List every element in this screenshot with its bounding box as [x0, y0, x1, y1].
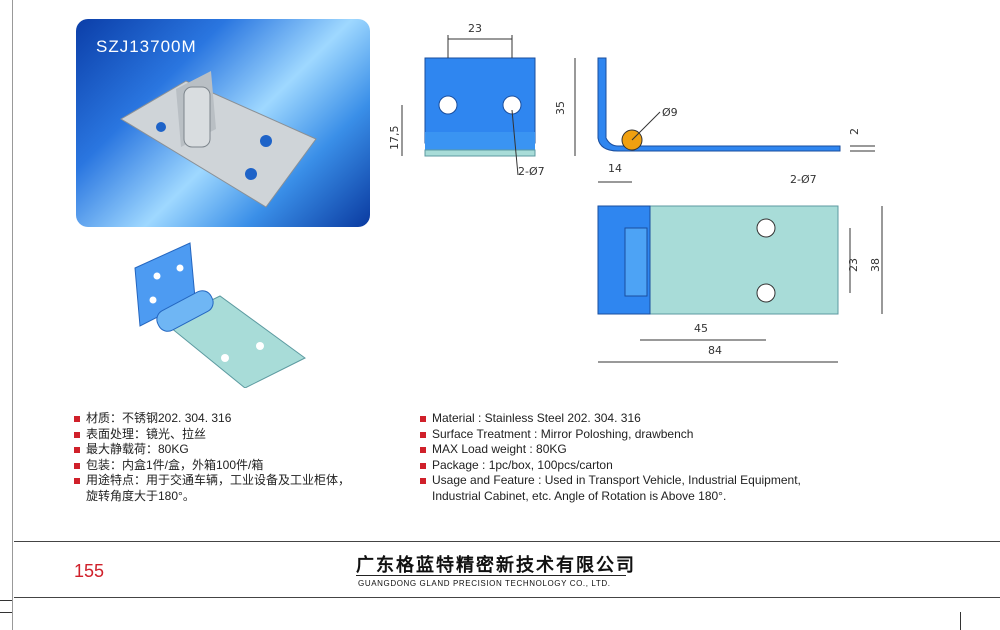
spec-en-surface: Surface Treatment : Mirror Poloshing, dr… — [420, 427, 860, 443]
dim-hole-spacing: 23 — [847, 258, 860, 272]
spec-en-load: MAX Load weight : 80KG — [420, 442, 860, 458]
bullet-icon — [420, 447, 426, 453]
front-view: 2-Ø7 23 38 45 84 — [597, 173, 883, 363]
bullet-icon — [74, 462, 80, 469]
dim-thickness: 2 — [848, 128, 861, 135]
footer-bottom-line — [14, 597, 1000, 598]
bullet-icon — [74, 416, 80, 422]
technical-drawing: 23 35 17,5 2-Ø7 Ø9 2 14 2-Ø7 23 38 45 84 — [388, 22, 883, 363]
spec-en-usage-cont: Industrial Cabinet, etc. Angle of Rotati… — [432, 488, 727, 503]
specs-chinese: 材质：不锈钢202. 304. 316 表面处理：镜光、拉丝 最大静载荷：80K… — [74, 411, 394, 504]
bullet-icon — [74, 447, 80, 453]
bullet-icon — [74, 478, 80, 484]
dim-pin-dia: Ø9 — [662, 106, 678, 119]
spec-en-material: Material : Stainless Steel 202. 304. 316 — [420, 411, 860, 427]
dim-hole-height: 17,5 — [388, 126, 401, 151]
crop-mark — [0, 600, 12, 601]
company-underline — [356, 575, 626, 576]
hinge-photo-render — [120, 71, 317, 208]
spec-cn-usage-cont: 旋转角度大于180°。 — [86, 488, 195, 503]
dim-top-height: 35 — [554, 101, 567, 115]
spec-en-usage: Usage and Feature : Used in Transport Ve… — [420, 473, 860, 489]
spec-cn-surface: 表面处理：镜光、拉丝 — [74, 427, 394, 443]
dim-front-height: 38 — [869, 258, 882, 272]
spec-cn-load: 最大静载荷：80KG — [74, 442, 394, 458]
crop-mark — [960, 612, 961, 630]
dim-length: 84 — [708, 344, 722, 357]
page-number: 155 — [74, 561, 105, 581]
side-view: Ø9 2 14 — [597, 57, 875, 183]
footer-divider — [14, 541, 1000, 542]
bullet-icon — [74, 431, 80, 438]
spec-cn-material: 材质：不锈钢202. 304. 316 — [74, 411, 394, 427]
spec-cn-package: 包装：内盒1件/盒，外箱100件/箱 — [74, 458, 394, 474]
bullet-icon — [420, 462, 426, 469]
bullet-icon — [420, 478, 426, 484]
bullet-icon — [420, 416, 426, 422]
company-name-en: GUANGDONG GLAND PRECISION TECHNOLOGY CO.… — [358, 579, 611, 588]
dim-hole-pos: 45 — [694, 322, 708, 335]
hinge-3d-render — [134, 242, 306, 388]
dim-top-holes: 2-Ø7 — [518, 165, 545, 178]
spec-en-package: Package : 1pc/box, 100pcs/carton — [420, 458, 860, 474]
dim-front-holes: 2-Ø7 — [790, 173, 817, 186]
spec-cn-usage: 用途特点：用于交通车辆，工业设备及工业柜体， — [74, 473, 394, 489]
margin-line — [12, 0, 13, 630]
specs-english: Material : Stainless Steel 202. 304. 316… — [420, 411, 860, 504]
top-view: 23 35 17,5 2-Ø7 — [388, 22, 576, 178]
bullet-icon — [420, 431, 426, 438]
company-name-cn: 广东格蓝特精密新技术有限公司 — [356, 555, 636, 575]
model-number: SZJ13700M — [96, 37, 197, 56]
product-photo: SZJ13700M — [76, 19, 370, 227]
crop-mark — [0, 612, 12, 613]
dim-top-width: 23 — [468, 22, 482, 35]
dim-offset: 14 — [608, 162, 622, 175]
